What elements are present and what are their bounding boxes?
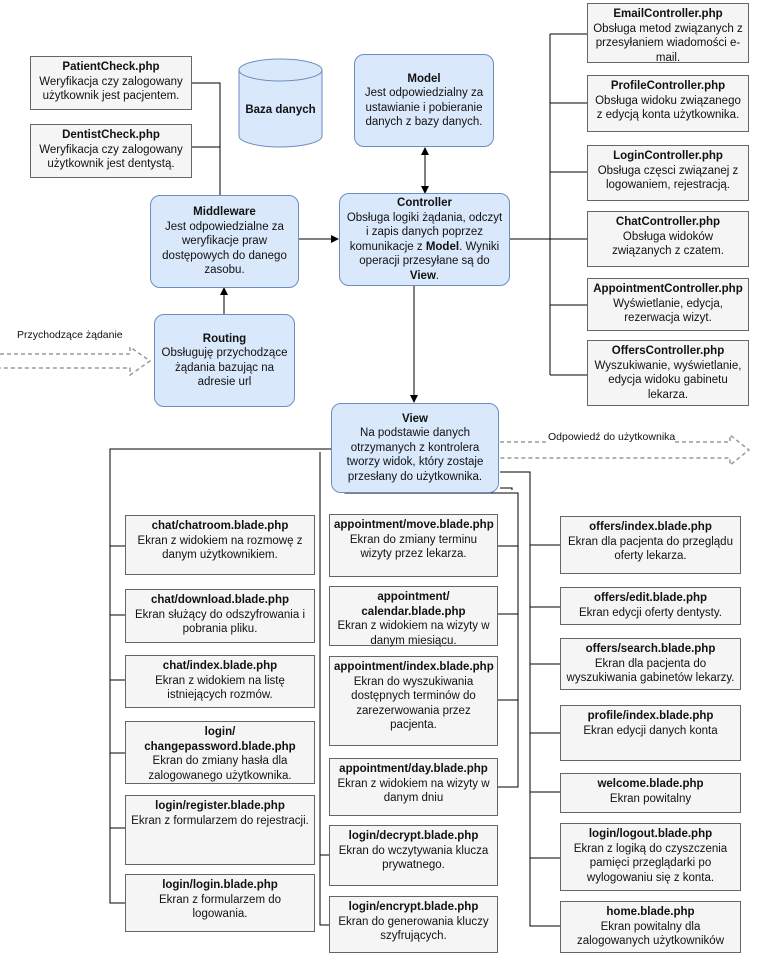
view-node: View Na podstawie danych otrzymanych z k… [331,403,499,493]
view-file-box: offers/index.blade.php Ekran dla pacjent… [560,516,741,574]
view-file-box: chat/index.blade.php Ekran z widokiem na… [125,655,315,708]
view-desc: Na podstawie danych otrzymanych z kontro… [346,427,484,483]
middleware-title: Middleware [193,206,256,219]
view-file-box: appointment/move.blade.php Ekran do zmia… [329,514,498,577]
patientcheck-edge [192,82,221,196]
middleware-desc: Jest odpowiedzialne za weryfikacje praw … [162,220,287,277]
view-file-box: welcome.blade.php Ekran powitalny [560,773,741,813]
routing-title: Routing [202,332,247,345]
controller-box: EmailController.php Obsługa metod związa… [587,3,749,64]
controller-box: ChatController.php Obsługa widoków związ… [587,211,749,267]
model-title: Model [407,72,441,85]
view-file-box: login/login.blade.php Ekran z formularze… [125,874,315,932]
controller-box: LoginController.php Obsługa częsci związ… [587,145,749,201]
view-file-box: login/logout.blade.php Ekran z logiką do… [560,823,741,891]
response-label: Odpowiedź do użytkownika [548,431,676,443]
database-cylinder: Baza danych [238,58,323,148]
view-file-box: login/ changepassword.blade.php Ekran do… [125,721,315,784]
controller-desc: Obsługa logiki żądania, odczyt i zapis d… [346,211,503,282]
controller-node: Controller Obsługa logiki żądania, odczy… [339,193,510,286]
view-file-box: login/encrypt.blade.php Ekran do generow… [329,896,498,953]
view-file-box: login/register.blade.php Ekran z formula… [125,795,315,865]
view-file-box: offers/edit.blade.php Ekran edycji ofert… [560,587,741,625]
view-file-box: appointment/index.blade.php Ekran do wys… [329,656,498,746]
view-file-box: appointment/day.blade.php Ekran z widoki… [329,758,498,816]
controller-box: AppointmentController.php Wyświetlanie, … [587,278,749,331]
controller-title: Controller [397,197,452,209]
incoming-arrow [0,345,152,377]
view-file-box: offers/search.blade.php Ekran dla pacjen… [560,638,741,690]
views-right-bracket [500,471,560,927]
controller-box: OffersController.php Wyszukiwanie, wyświ… [587,340,749,406]
view-file-box: login/decrypt.blade.php Ekran do wczytyw… [329,825,498,886]
controller-box: ProfileController.php Obsługa widoku zwi… [587,75,749,132]
view-file-box: home.blade.php Ekran powitalny dla zalog… [560,901,741,953]
database-icon [238,58,323,148]
middleware-node: Middleware Jest odpowiedzialne za weryfi… [150,195,299,288]
routing-node: Routing Obsługuję przychodzące żądania b… [154,314,295,407]
view-file-box: profile/index.blade.php Ekran edycji dan… [560,705,741,761]
incoming-request-label: Przychodzące żądanie [17,329,123,341]
routing-desc: Obsługuję przychodzące żądania bazując n… [161,347,288,388]
dentistcheck-box: DentistCheck.php Weryfikacja czy zalogow… [30,124,192,178]
views-mid-left-bracket [319,452,329,926]
model-desc: Jest odpowiedzialny za ustawianie i pobi… [364,87,484,128]
view-file-box: appointment/ calendar.blade.php Ekran z … [329,586,498,647]
view-file-box: chat/download.blade.php Ekran służący do… [125,589,315,643]
patientcheck-box: PatientCheck.php Weryfikacja czy zalogow… [30,56,192,110]
model-node: Model Jest odpowiedzialny za ustawianie … [354,54,494,147]
view-title: View [402,412,428,425]
database-label: Baza danych [245,104,316,116]
view-file-box: chat/chatroom.blade.php Ekran z widokiem… [125,515,315,575]
